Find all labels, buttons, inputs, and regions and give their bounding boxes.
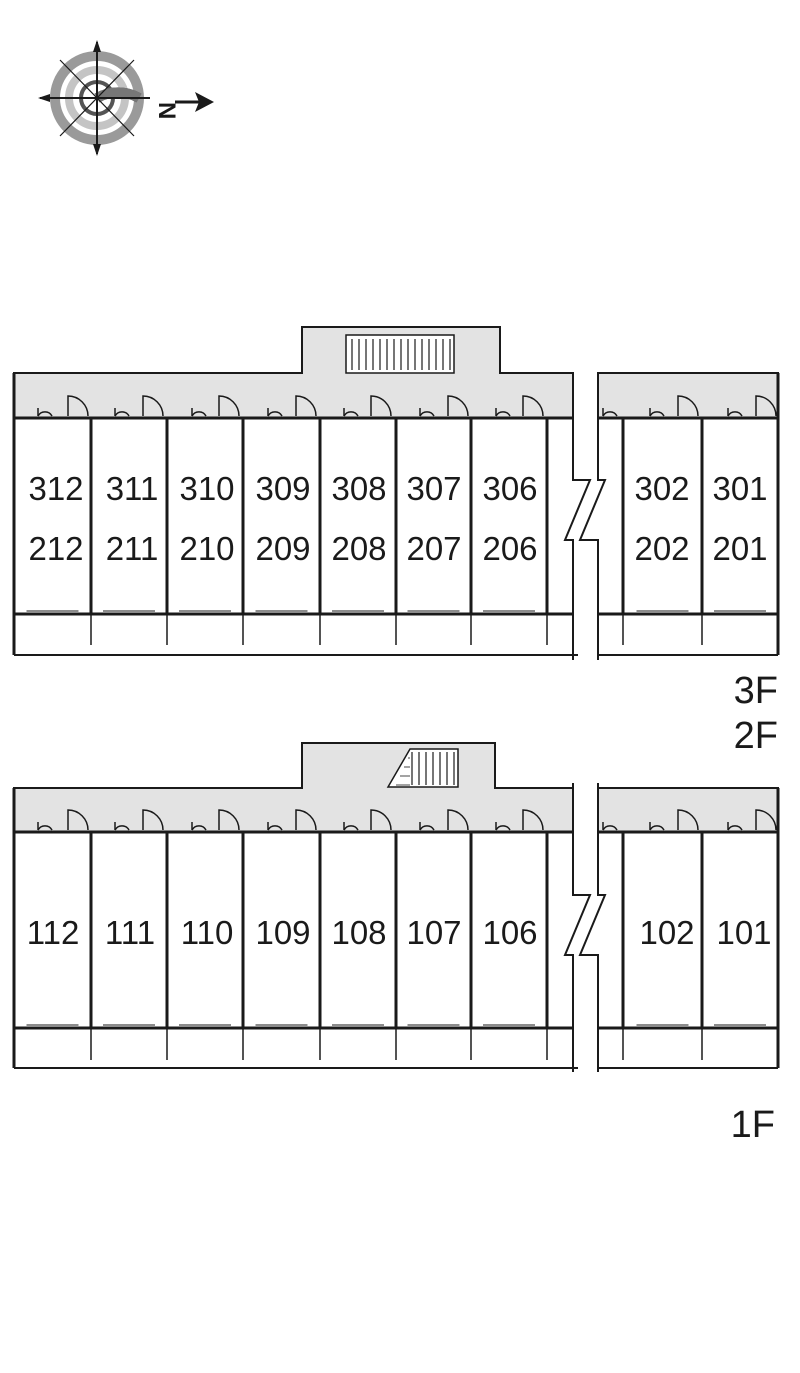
door-swing-large	[142, 395, 164, 417]
door-swing-small	[267, 411, 283, 417]
door-swing-small	[37, 411, 53, 417]
unit-label: 108	[331, 914, 386, 951]
north-label: N	[153, 102, 180, 119]
door-swing-large	[755, 395, 777, 417]
upper-building-block	[12, 326, 780, 660]
door-swing-large	[218, 395, 240, 417]
unit-label: 310	[179, 470, 234, 507]
unit-label: 311	[106, 470, 159, 507]
unit-label: 208	[331, 530, 386, 567]
unit-label: 209	[255, 530, 310, 567]
unit-label: 307	[406, 470, 461, 507]
door-swing-small	[602, 411, 618, 417]
door-swing-large	[218, 809, 240, 831]
unit-label: 206	[482, 530, 537, 567]
door-swing-large	[447, 809, 469, 831]
door-swing-large	[677, 809, 699, 831]
upper-corridor	[13, 326, 574, 419]
unit-label: 109	[255, 914, 310, 951]
unit-label: 302	[634, 470, 689, 507]
unit-label: 110	[181, 914, 234, 951]
door-swing-large	[142, 809, 164, 831]
door-swing-small	[114, 825, 130, 831]
door-swing-small	[419, 411, 435, 417]
door-swing-small	[191, 825, 207, 831]
unit-label: 210	[179, 530, 234, 567]
floor-label-3f: 3F	[734, 670, 778, 712]
door-swing-small	[727, 825, 743, 831]
upper-corridor-right	[597, 372, 779, 419]
unit-label: 112	[27, 914, 80, 951]
door-swing-small	[191, 411, 207, 417]
door-swing-large	[447, 395, 469, 417]
unit-label: 306	[482, 470, 537, 507]
unit-label: 107	[406, 914, 461, 951]
unit-label: 201	[712, 530, 767, 567]
door-swing-large	[295, 809, 317, 831]
unit-label: 102	[639, 914, 694, 951]
door-swing-large	[67, 809, 89, 831]
lower-break-line	[563, 783, 592, 1072]
upper-unit-labels: 312 311 310 309 308 307 306 302 301 212 …	[28, 470, 767, 567]
door-swing-small	[602, 825, 618, 831]
unit-label: 101	[716, 914, 771, 951]
door-swing-small	[114, 411, 130, 417]
lower-unit-labels: 112 111 110 109 108 107 106 102 101	[27, 914, 772, 951]
door-swing-large	[755, 809, 777, 831]
door-swing-small	[649, 825, 665, 831]
compass-rose-icon	[38, 40, 214, 156]
unit-label: 309	[255, 470, 310, 507]
unit-label: 211	[106, 530, 159, 567]
upper-staircase	[345, 334, 455, 374]
door-swing-small	[267, 825, 283, 831]
door-swing-large	[522, 809, 544, 831]
lower-staircase	[386, 748, 459, 788]
floor-label-1f: 1F	[731, 1104, 775, 1146]
unit-label: 111	[105, 914, 155, 951]
upper-break-line	[563, 373, 592, 660]
door-swing-small	[495, 825, 511, 831]
door-swing-large	[677, 395, 699, 417]
door-swing-small	[37, 825, 53, 831]
unit-label: 202	[634, 530, 689, 567]
unit-label: 207	[406, 530, 461, 567]
door-swing-small	[649, 411, 665, 417]
door-swing-small	[343, 825, 359, 831]
door-swing-large	[67, 395, 89, 417]
door-swing-small	[419, 825, 435, 831]
lower-corridor	[13, 742, 574, 833]
unit-label: 312	[28, 470, 83, 507]
door-swing-large	[295, 395, 317, 417]
door-swing-large	[370, 395, 392, 417]
unit-label: 301	[712, 470, 767, 507]
floor-label-2f: 2F	[734, 715, 778, 757]
door-swing-large	[522, 395, 544, 417]
door-swing-small	[495, 411, 511, 417]
lower-corridor-right	[597, 787, 779, 833]
unit-label: 106	[482, 914, 537, 951]
door-swing-small	[343, 411, 359, 417]
door-swing-large	[370, 809, 392, 831]
unit-label: 308	[331, 470, 386, 507]
unit-label: 212	[28, 530, 83, 567]
door-swing-small	[727, 411, 743, 417]
lower-building-block	[12, 742, 780, 1072]
